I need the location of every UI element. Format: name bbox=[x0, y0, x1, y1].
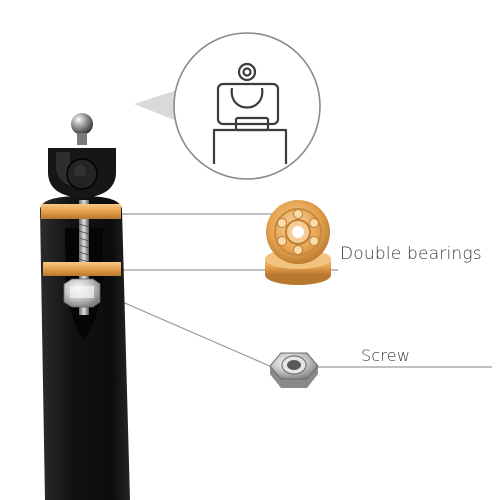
ball-head-mount bbox=[48, 113, 116, 198]
bearing-balls bbox=[277, 209, 319, 255]
screw-label: Screw bbox=[361, 346, 411, 365]
double-bearings-label: Double bearings bbox=[340, 244, 482, 264]
hex-nut-icon bbox=[269, 352, 319, 388]
handle-bearing-ring-upper bbox=[41, 204, 121, 219]
ball-bearing-icon bbox=[265, 200, 331, 285]
handle-body bbox=[40, 196, 130, 500]
mount-diagram-icon bbox=[134, 32, 321, 180]
handle-bearing-ring-lower bbox=[43, 262, 121, 276]
handle-nut bbox=[63, 278, 101, 308]
